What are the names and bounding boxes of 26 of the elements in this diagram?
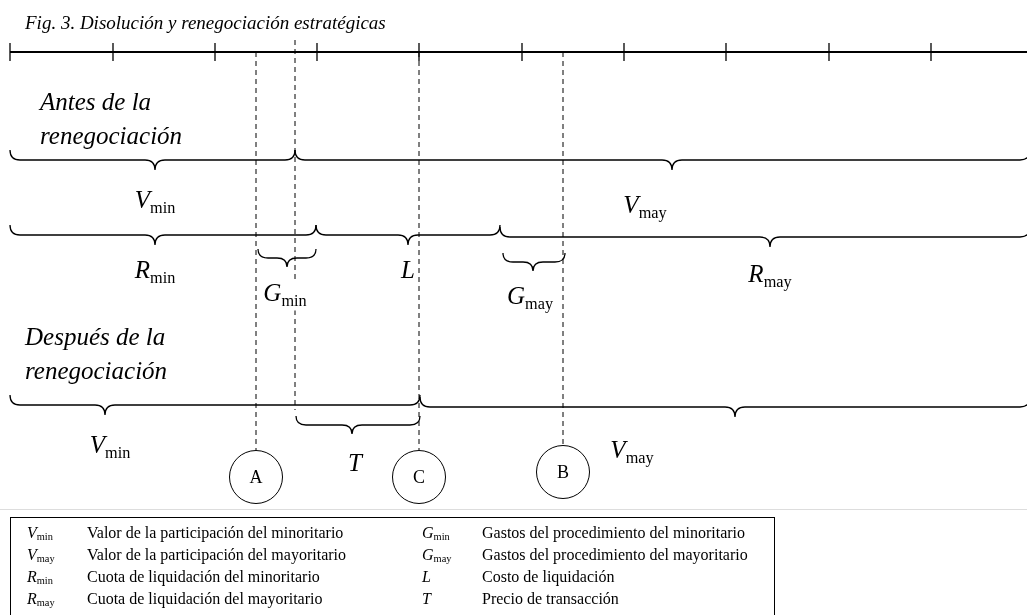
definition-cell-text: Precio de transacción [482,589,620,609]
definition-cell-text: Valor de la participación del minoritario [87,523,345,544]
definition-cell-text: Gastos del procedimiento del mayoritario [482,545,749,566]
symbol-cell-text: V$_{may}$ [27,545,56,566]
definition-cell-text: Cuota de liquidación del minoritario [87,567,321,588]
section-heading: Antes de la renegociación [40,87,184,151]
definition-cell-text: Valor de la participación del mayoritario [87,545,347,566]
scale-axis [9,42,1027,62]
reference-line [418,51,420,451]
reference-line [255,51,257,451]
symbol-cell-text: R$_{min}$ [27,567,54,588]
figure-title: Fig. 3. Disolución y renegociación estratégicas [25,12,386,34]
definition-cell-text: Gastos del procedimiento del minoritario [482,523,747,544]
reference-line [562,51,564,446]
point-circle: B [536,445,590,499]
symbol-cell-text: G$_{min}$ [422,523,451,544]
definition-cell-text: Costo de liquidación [482,567,616,588]
point-circle: C [392,450,446,504]
symbol-cell-text: G$_{may}$ [422,545,453,566]
point-circle: A [229,450,283,504]
symbol-cell-text: L [422,567,432,587]
symbol-cell-text: R$_{may}$ [27,589,56,610]
section-heading: Después de la renegociación [25,322,169,386]
symbol-cell-text: T [422,589,433,609]
definition-cell-text: Cuota de liquidación del mayoritario [87,589,324,610]
symbol-cell-text: V$_{min}$ [27,523,54,544]
